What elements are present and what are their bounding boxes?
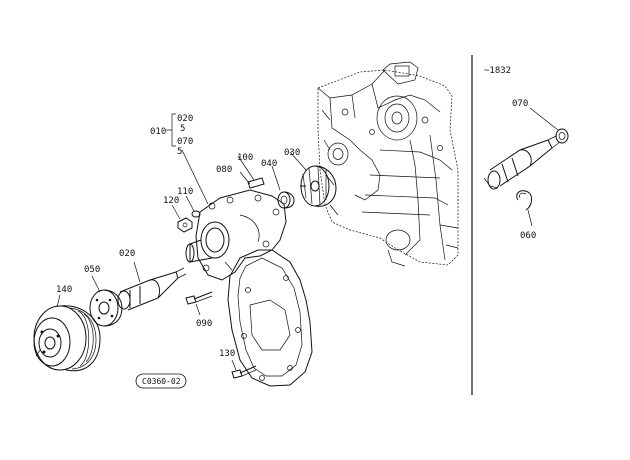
gasket-housing — [227, 249, 313, 387]
water-pump-body — [185, 189, 287, 281]
shaft-bearing-part — [117, 261, 187, 311]
label-020: 020 — [119, 249, 135, 259]
bom-bracket — [166, 113, 176, 147]
pulley-part — [33, 294, 101, 372]
label-030: 030 — [284, 148, 300, 158]
label-140: 140 — [56, 285, 72, 295]
inset-shaft-drawing — [483, 107, 569, 190]
flange-part — [89, 275, 123, 327]
serial-range-label: ~1832 — [484, 66, 511, 76]
label-010: 010 — [150, 127, 166, 137]
label-110: 110 — [177, 187, 193, 197]
label-090: 090 — [196, 319, 212, 329]
label-080: 080 — [216, 165, 232, 175]
label-120: 120 — [163, 196, 179, 206]
stud-part — [239, 171, 265, 189]
leader-010 — [181, 149, 209, 205]
label-070: 070 — [512, 99, 528, 109]
engine-block-drawing — [317, 61, 459, 267]
label-020-range-start: 020 — [177, 114, 193, 124]
label-050: 050 — [84, 265, 100, 275]
seal-part — [271, 165, 295, 209]
drawing-code-label: C0360-02 — [142, 377, 181, 386]
bolt-130-part — [231, 359, 257, 379]
label-040: 040 — [261, 159, 277, 169]
impeller-part — [289, 151, 337, 207]
bolt-100-part — [237, 155, 255, 181]
nut-washer-parts — [171, 195, 201, 233]
label-100: 100 — [237, 153, 253, 163]
label-130: 130 — [219, 349, 235, 359]
drawing-code-box — [135, 373, 187, 389]
label-range-sep-2: 5 — [177, 147, 182, 157]
label-060: 060 — [520, 231, 536, 241]
label-range-sep-1: 5 — [180, 124, 185, 134]
label-070-range-end: 070 — [177, 137, 193, 147]
inset-circlip-drawing — [516, 190, 533, 227]
bolt-090-part — [185, 291, 213, 316]
